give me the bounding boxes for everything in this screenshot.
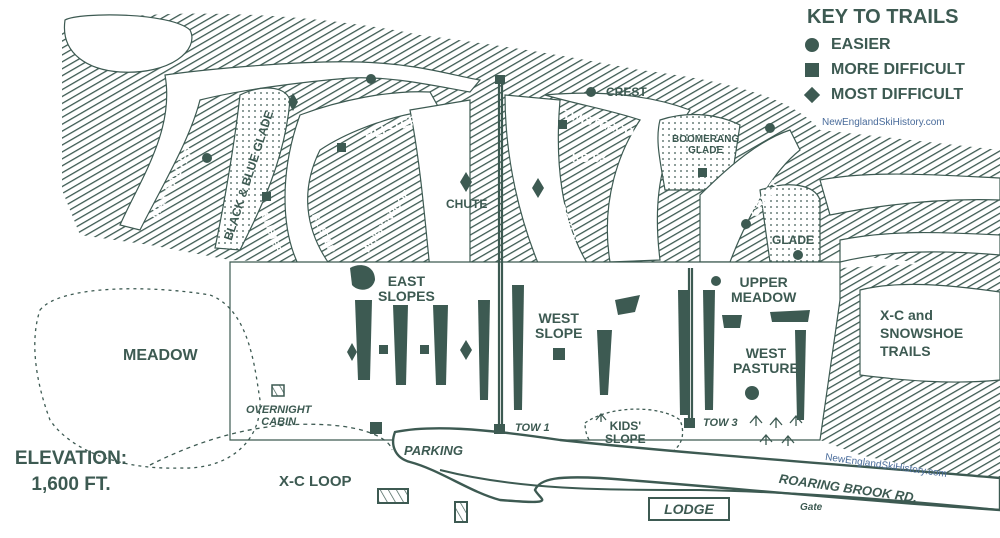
label-parking: PARKING bbox=[404, 443, 463, 458]
key-row-easier: EASIER bbox=[805, 36, 995, 54]
label-lodge: LODGE bbox=[664, 500, 714, 517]
trail-crest bbox=[699, 129, 801, 263]
label-west-pasture: WEST PASTURE bbox=[733, 345, 799, 376]
trail-glade bbox=[759, 184, 821, 263]
key-label-more-difficult: MORE DIFFICULT bbox=[831, 61, 965, 78]
trail-boomerang bbox=[657, 113, 741, 191]
elevation-label: ELEVATION: bbox=[14, 448, 128, 469]
label-east-slopes: EAST SLOPES bbox=[378, 273, 435, 304]
label-upper-meadow: UPPER MEADOW bbox=[731, 274, 797, 305]
label-kids-slope: KIDS' SLOPE bbox=[605, 419, 646, 446]
trail-twisteroo bbox=[544, 92, 691, 263]
trail-key: KEY TO TRAILS EASIER MORE DIFFICULT MOST… bbox=[803, 6, 995, 104]
key-label-easier: EASIER bbox=[831, 36, 891, 53]
label-tow3: TOW 3 bbox=[703, 417, 738, 429]
road-edge bbox=[439, 469, 1000, 511]
trail-east-band-2 bbox=[839, 231, 1000, 263]
key-label-most-difficult: MOST DIFFICULT bbox=[831, 86, 964, 103]
trail-xc-top bbox=[63, 14, 193, 73]
label-crest-top: CREST bbox=[606, 85, 647, 99]
trail-blister bbox=[284, 91, 441, 269]
label-kd53: KD 53 bbox=[572, 151, 607, 165]
label-gate: Gate bbox=[800, 502, 823, 513]
key-title: KEY TO TRAILS bbox=[807, 6, 959, 28]
label-overnight-cabin: OVERNIGHT CABIN bbox=[246, 404, 312, 428]
label-xc-trails: X- C TRAILS bbox=[92, 26, 154, 63]
key-row-most-difficult: MOST DIFFICULT bbox=[803, 86, 995, 104]
label-tow1: TOW 1 bbox=[515, 422, 550, 434]
trail-bb-glade bbox=[214, 87, 291, 251]
elevation-block: ELEVATION: 1,600 FT. bbox=[6, 446, 136, 497]
label-xc-loop: X-C LOOP bbox=[279, 473, 352, 490]
kids-slope-outline bbox=[584, 408, 684, 463]
label-glade: GLADE bbox=[772, 233, 814, 247]
label-west-slope: WEST SLOPE bbox=[535, 310, 583, 341]
trail-xc-snowshoe-open bbox=[859, 283, 1000, 383]
label-meadow: MEADOW bbox=[123, 347, 198, 364]
road bbox=[391, 427, 1000, 512]
label-boomerang-glade: BOOMERANG GLADE bbox=[672, 134, 740, 156]
label-chute: CHUTE bbox=[446, 197, 488, 211]
key-row-more-difficult: MORE DIFFICULT bbox=[805, 61, 995, 79]
trail-east-band bbox=[819, 173, 1000, 216]
meadow-outline bbox=[34, 288, 261, 469]
label-xc-snowshoe: X-C and SNOWSHOE TRAILS bbox=[880, 307, 964, 360]
square-icon bbox=[805, 63, 819, 77]
circle-icon bbox=[805, 38, 819, 52]
diamond-icon bbox=[803, 86, 821, 104]
trail-max-sauter bbox=[119, 61, 482, 231]
lodge-sign: LODGE bbox=[648, 497, 730, 521]
xc-loop-path bbox=[149, 423, 393, 466]
watermark-top: NewEnglandSkiHistory.com bbox=[822, 117, 945, 128]
elevation-value: 1,600 FT. bbox=[31, 473, 111, 495]
